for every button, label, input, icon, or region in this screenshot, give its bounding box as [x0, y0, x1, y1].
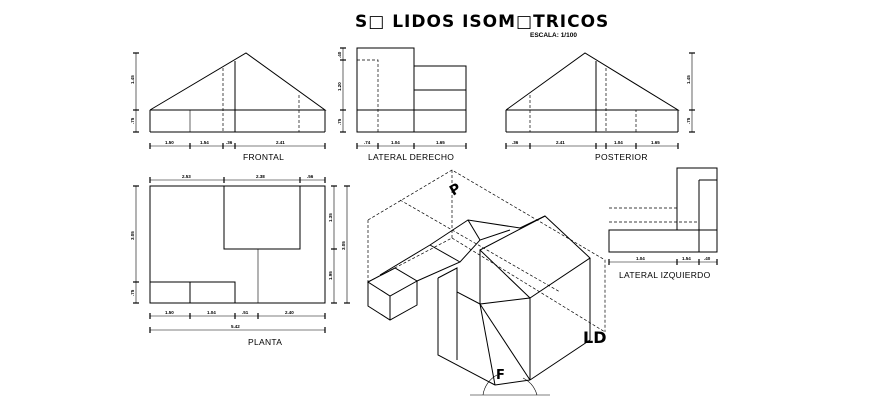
lateral-izquierdo-dim: 1.04	[636, 256, 645, 261]
planta-total-dim: 5.42	[231, 324, 240, 329]
frontal-dim: 1.45	[130, 75, 135, 84]
iso-label-frontal: F	[496, 368, 505, 383]
frontal-label: FRONTAL	[243, 152, 284, 162]
lateral-derecho-label: LATERAL DERECHO	[368, 152, 454, 162]
isometric-solid: P LD F	[366, 169, 606, 396]
lateral-izquierdo-dim: 1.54	[682, 256, 691, 261]
planta-dim: 1.95	[328, 271, 333, 280]
posterior-label: POSTERIOR	[595, 152, 648, 162]
posterior-dim: 1.65	[651, 140, 660, 145]
lateral-derecho-dim: .74	[364, 140, 371, 145]
lateral-izquierdo-label: LATERAL IZQUIERDO	[619, 270, 711, 280]
frontal-dim: 1.54	[200, 140, 209, 145]
iso-label-lateral-derecho: LD	[583, 328, 606, 347]
lateral-izquierdo-dim: .40	[704, 256, 711, 261]
posterior-dim: .36	[512, 140, 519, 145]
posterior-dim: 1.45	[686, 75, 691, 84]
posterior-view: .36 2.41 1.04 1.65 1.45 .75 POSTERIOR	[505, 52, 695, 162]
lateral-derecho-dim: .40	[337, 51, 342, 58]
planta-dim: 1.50	[165, 310, 174, 315]
posterior-dim: 2.41	[556, 140, 565, 145]
frontal-outline	[149, 52, 327, 111]
lateral-derecho-dim: 1.04	[391, 140, 400, 145]
frontal-dim: 1.50	[165, 140, 174, 145]
frontal-dim: 2.41	[276, 140, 285, 145]
planta-dim: .56	[307, 174, 314, 179]
planta-dim: 2.38	[256, 174, 265, 179]
planta-view: 2.53 2.38 .56 1.50 1.04 .51 2.40 5.42 3.…	[130, 174, 350, 347]
lateral-izquierdo-view: 1.04 1.54 .40 LATERAL IZQUIERDO	[608, 167, 718, 280]
frontal-dim: .36	[226, 140, 233, 145]
posterior-dim: 1.04	[614, 140, 623, 145]
planta-dim: .51	[242, 310, 249, 315]
planta-dim: 3.05	[130, 231, 135, 240]
lateral-derecho-view: .74 1.04 1.65 .40 1.20 .75 LATERAL DEREC…	[337, 47, 467, 162]
planta-label: PLANTA	[248, 337, 282, 347]
lateral-derecho-dim: .75	[337, 118, 342, 125]
frontal-dim: .75	[130, 117, 135, 124]
iso-label-posterior: P	[447, 180, 464, 199]
frontal-view: 1.50 1.54 .36 2.41 1.45 .75 FRONTAL	[130, 52, 327, 162]
lateral-derecho-dim: 1.65	[436, 140, 445, 145]
drawing-title: S□ LIDOS ISOM□TRICOS	[355, 12, 609, 32]
planta-dim: 3.05	[341, 241, 346, 250]
scale-note: ESCALA: 1/100	[530, 32, 577, 39]
planta-dim: .75	[130, 289, 135, 296]
planta-dim: 2.40	[285, 310, 294, 315]
planta-dim: 1.35	[328, 213, 333, 222]
posterior-dim: .75	[686, 117, 691, 124]
lateral-derecho-dim: 1.20	[337, 82, 342, 91]
planta-dim: 1.04	[207, 310, 216, 315]
planta-dim: 2.53	[182, 174, 191, 179]
